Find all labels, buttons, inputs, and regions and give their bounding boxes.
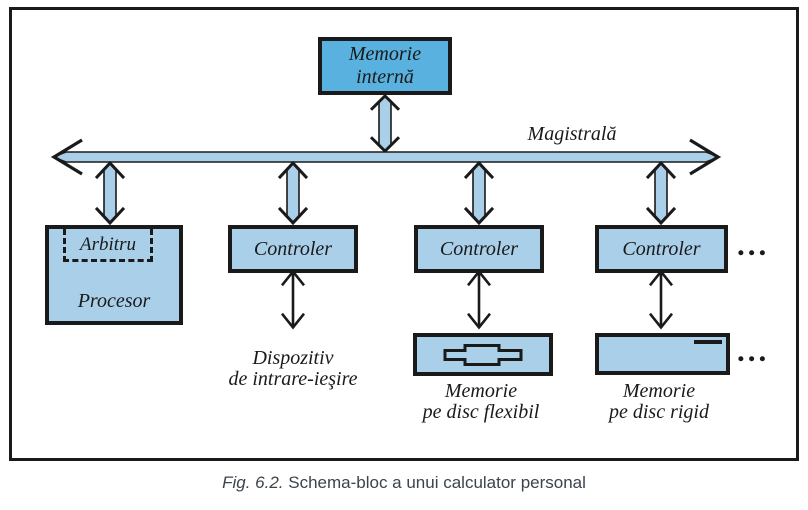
memorie-flexibil-line1: Memorie	[444, 380, 518, 402]
controler2-box: Controler	[414, 225, 544, 273]
rigid-disk-box	[595, 333, 730, 375]
double-arrow-controler3-rigid-icon	[648, 269, 674, 330]
controler2-label: Controler	[439, 237, 519, 260]
memorie-interna-label-line2: internă	[356, 66, 414, 88]
double-arrow-controler1-device-icon	[280, 269, 306, 330]
controllers-ellipsis: ...	[737, 227, 770, 262]
memorie-flexibil-label: Memorie pe disc flexibil	[391, 381, 571, 423]
figure-caption-text: Schema-bloc a unui calculator personal	[288, 473, 586, 492]
arbitru-box: Arbitru	[63, 229, 153, 262]
disk-stripe-icon	[694, 340, 722, 344]
procesor-label: Procesor	[77, 290, 151, 312]
dispozitiv-label: Dispozitiv de intrare-ieşire	[203, 348, 383, 390]
double-arrow-bus-controler3-icon	[645, 161, 677, 225]
double-arrow-bus-procesor-icon	[94, 161, 126, 225]
dispozitiv-label-line2: de intrare-ieşire	[228, 368, 358, 390]
bus-double-arrow-icon	[50, 138, 722, 176]
disks-ellipsis: ...	[737, 333, 770, 368]
floppy-slot-icon	[443, 343, 523, 366]
procesor-box: Arbitru Procesor	[45, 225, 183, 325]
memorie-rigid-line2: pe disc rigid	[609, 401, 709, 423]
controler3-label: Controler	[622, 237, 701, 260]
double-arrow-bus-controler2-icon	[463, 161, 495, 225]
controler3-box: Controler	[595, 225, 728, 273]
figure-caption: Fig. 6.2. Schema-bloc a unui calculator …	[0, 473, 808, 493]
controler1-label: Controler	[253, 237, 333, 260]
double-arrow-controler2-floppy-icon	[466, 269, 492, 330]
dispozitiv-label-line1: Dispozitiv	[252, 347, 334, 369]
controler1-box: Controler	[228, 225, 358, 273]
floppy-disk-box	[413, 333, 553, 376]
figure-caption-number: Fig. 6.2.	[222, 473, 284, 492]
double-arrow-bus-controler1-icon	[277, 161, 309, 225]
memorie-interna-box: Memorie internă	[318, 37, 452, 95]
memorie-interna-label-line1: Memorie	[348, 43, 422, 65]
arbitru-label: Arbitru	[80, 233, 136, 255]
bus-label: Magistrală	[527, 123, 617, 145]
memorie-flexibil-line2: pe disc flexibil	[422, 401, 540, 423]
memorie-rigid-label: Memorie pe disc rigid	[569, 381, 749, 423]
memorie-rigid-line1: Memorie	[622, 380, 696, 402]
